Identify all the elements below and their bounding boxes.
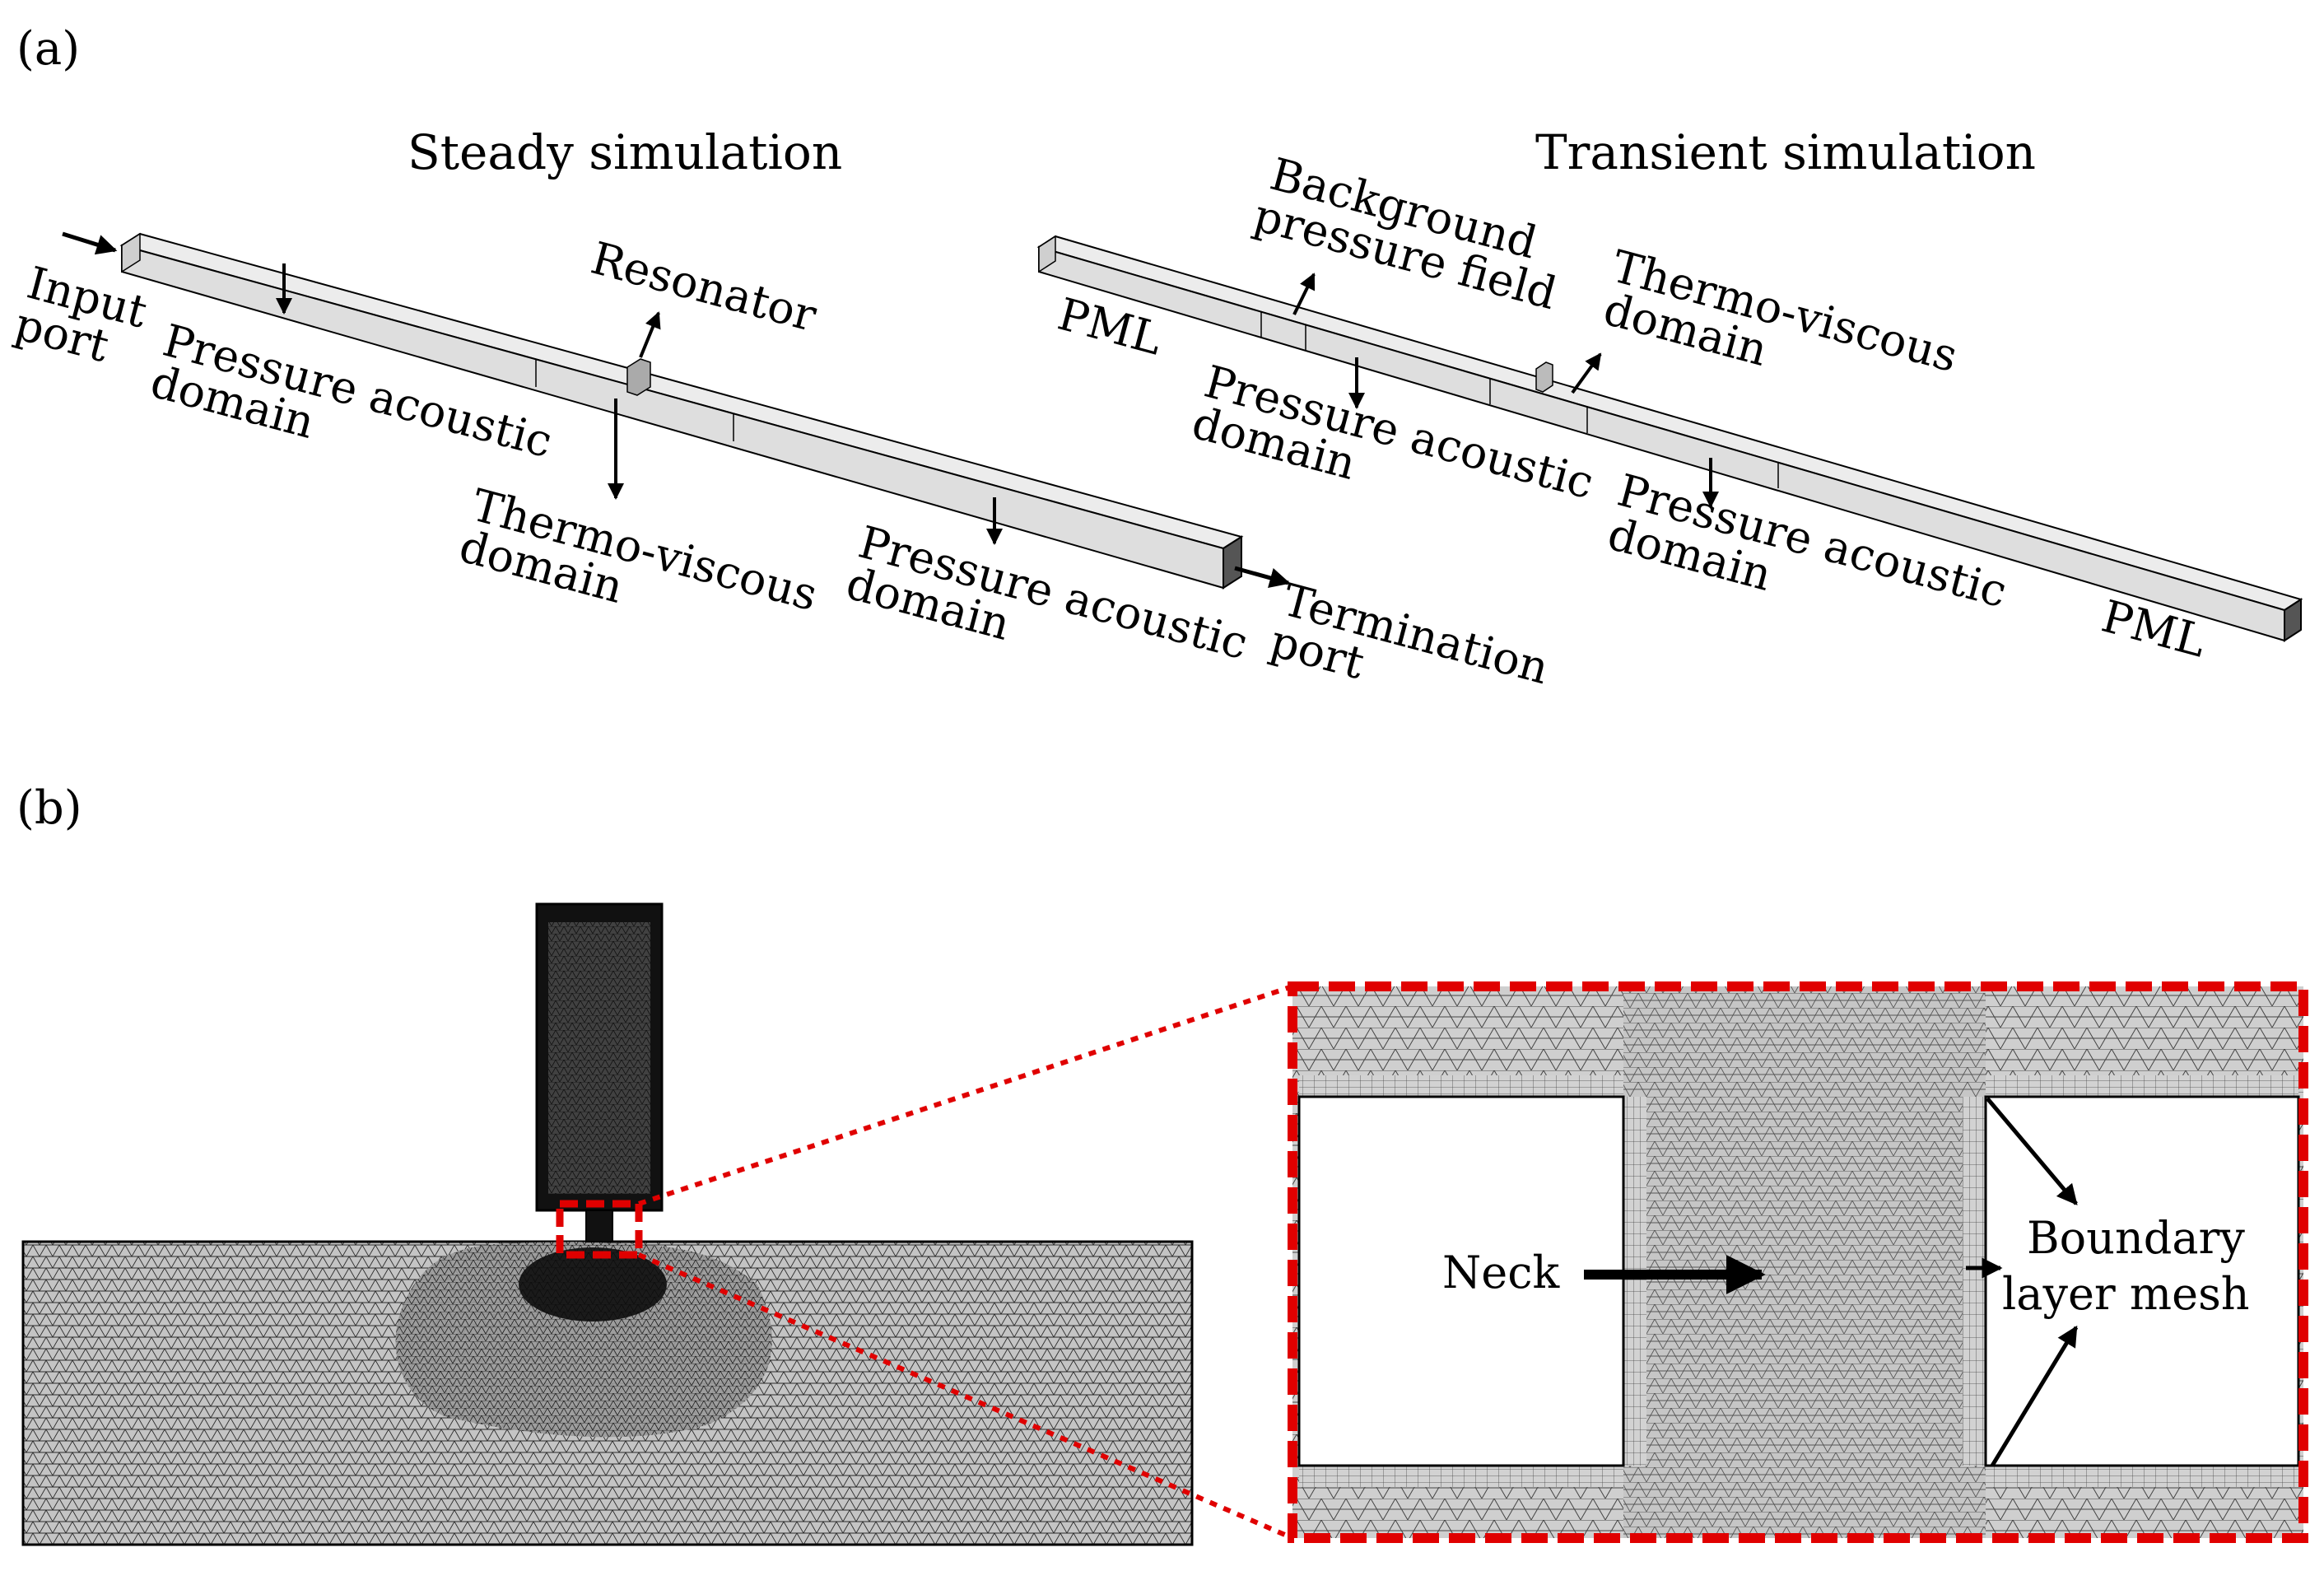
neck-mesh	[585, 1210, 613, 1242]
zoom-line-top	[638, 984, 1293, 1206]
zoom-frame	[1288, 981, 2308, 1543]
dense-spot	[519, 1247, 667, 1322]
input-port-arrow	[62, 231, 118, 255]
boundary-layer-top-right	[1986, 1075, 2298, 1097]
resonator-arrow	[639, 311, 661, 358]
boundary-layer-bottom-right	[1986, 1466, 2298, 1487]
transient-duct-start	[1038, 235, 1056, 273]
refined-region	[395, 1242, 772, 1438]
zoom-source-box	[556, 1200, 643, 1259]
resonator-inner-mesh	[548, 922, 650, 1194]
boundary-label-line2: layer mesh	[2002, 1268, 2250, 1320]
overall-mesh	[21, 902, 1194, 1546]
solid-left	[1297, 1095, 1625, 1467]
transient-duct-end	[2284, 598, 2302, 642]
transient-resonator-block	[1535, 361, 1553, 393]
zoom-view	[1288, 981, 2308, 1543]
transient-thermo-arrow	[1571, 352, 1602, 394]
neck-label: Neck	[1442, 1247, 1560, 1298]
boundary-layer-left-wall	[1623, 1097, 1646, 1466]
steady-duct-end	[1223, 535, 1242, 590]
zoom-neck-mesh	[1623, 986, 1986, 1538]
steady-duct	[119, 232, 1244, 590]
resonator-block	[626, 358, 651, 396]
background-arrow	[1292, 273, 1316, 315]
panel-a-label: (a)	[16, 22, 80, 76]
transient-duct	[1036, 235, 2303, 642]
steady-duct-start	[121, 232, 141, 273]
transient-title: Transient simulation	[1535, 124, 2036, 180]
zoom-line-bottom	[637, 1252, 1294, 1541]
boundary-label-line1: Boundary	[2027, 1212, 2245, 1264]
resonator-label: Resonator	[586, 232, 822, 342]
boundary-arrow-bottom	[1990, 1325, 2079, 1467]
boundary-arrow-top	[1986, 1097, 2078, 1205]
boundary-layer-bottom-left	[1299, 1466, 1623, 1487]
boundary-layer-right-wall	[1963, 1097, 1986, 1466]
boundary-layer-top-left	[1299, 1075, 1623, 1097]
panel-b-label: (b)	[16, 781, 82, 835]
termination-port-arrow	[1234, 566, 1291, 589]
steady-title: Steady simulation	[408, 124, 842, 180]
